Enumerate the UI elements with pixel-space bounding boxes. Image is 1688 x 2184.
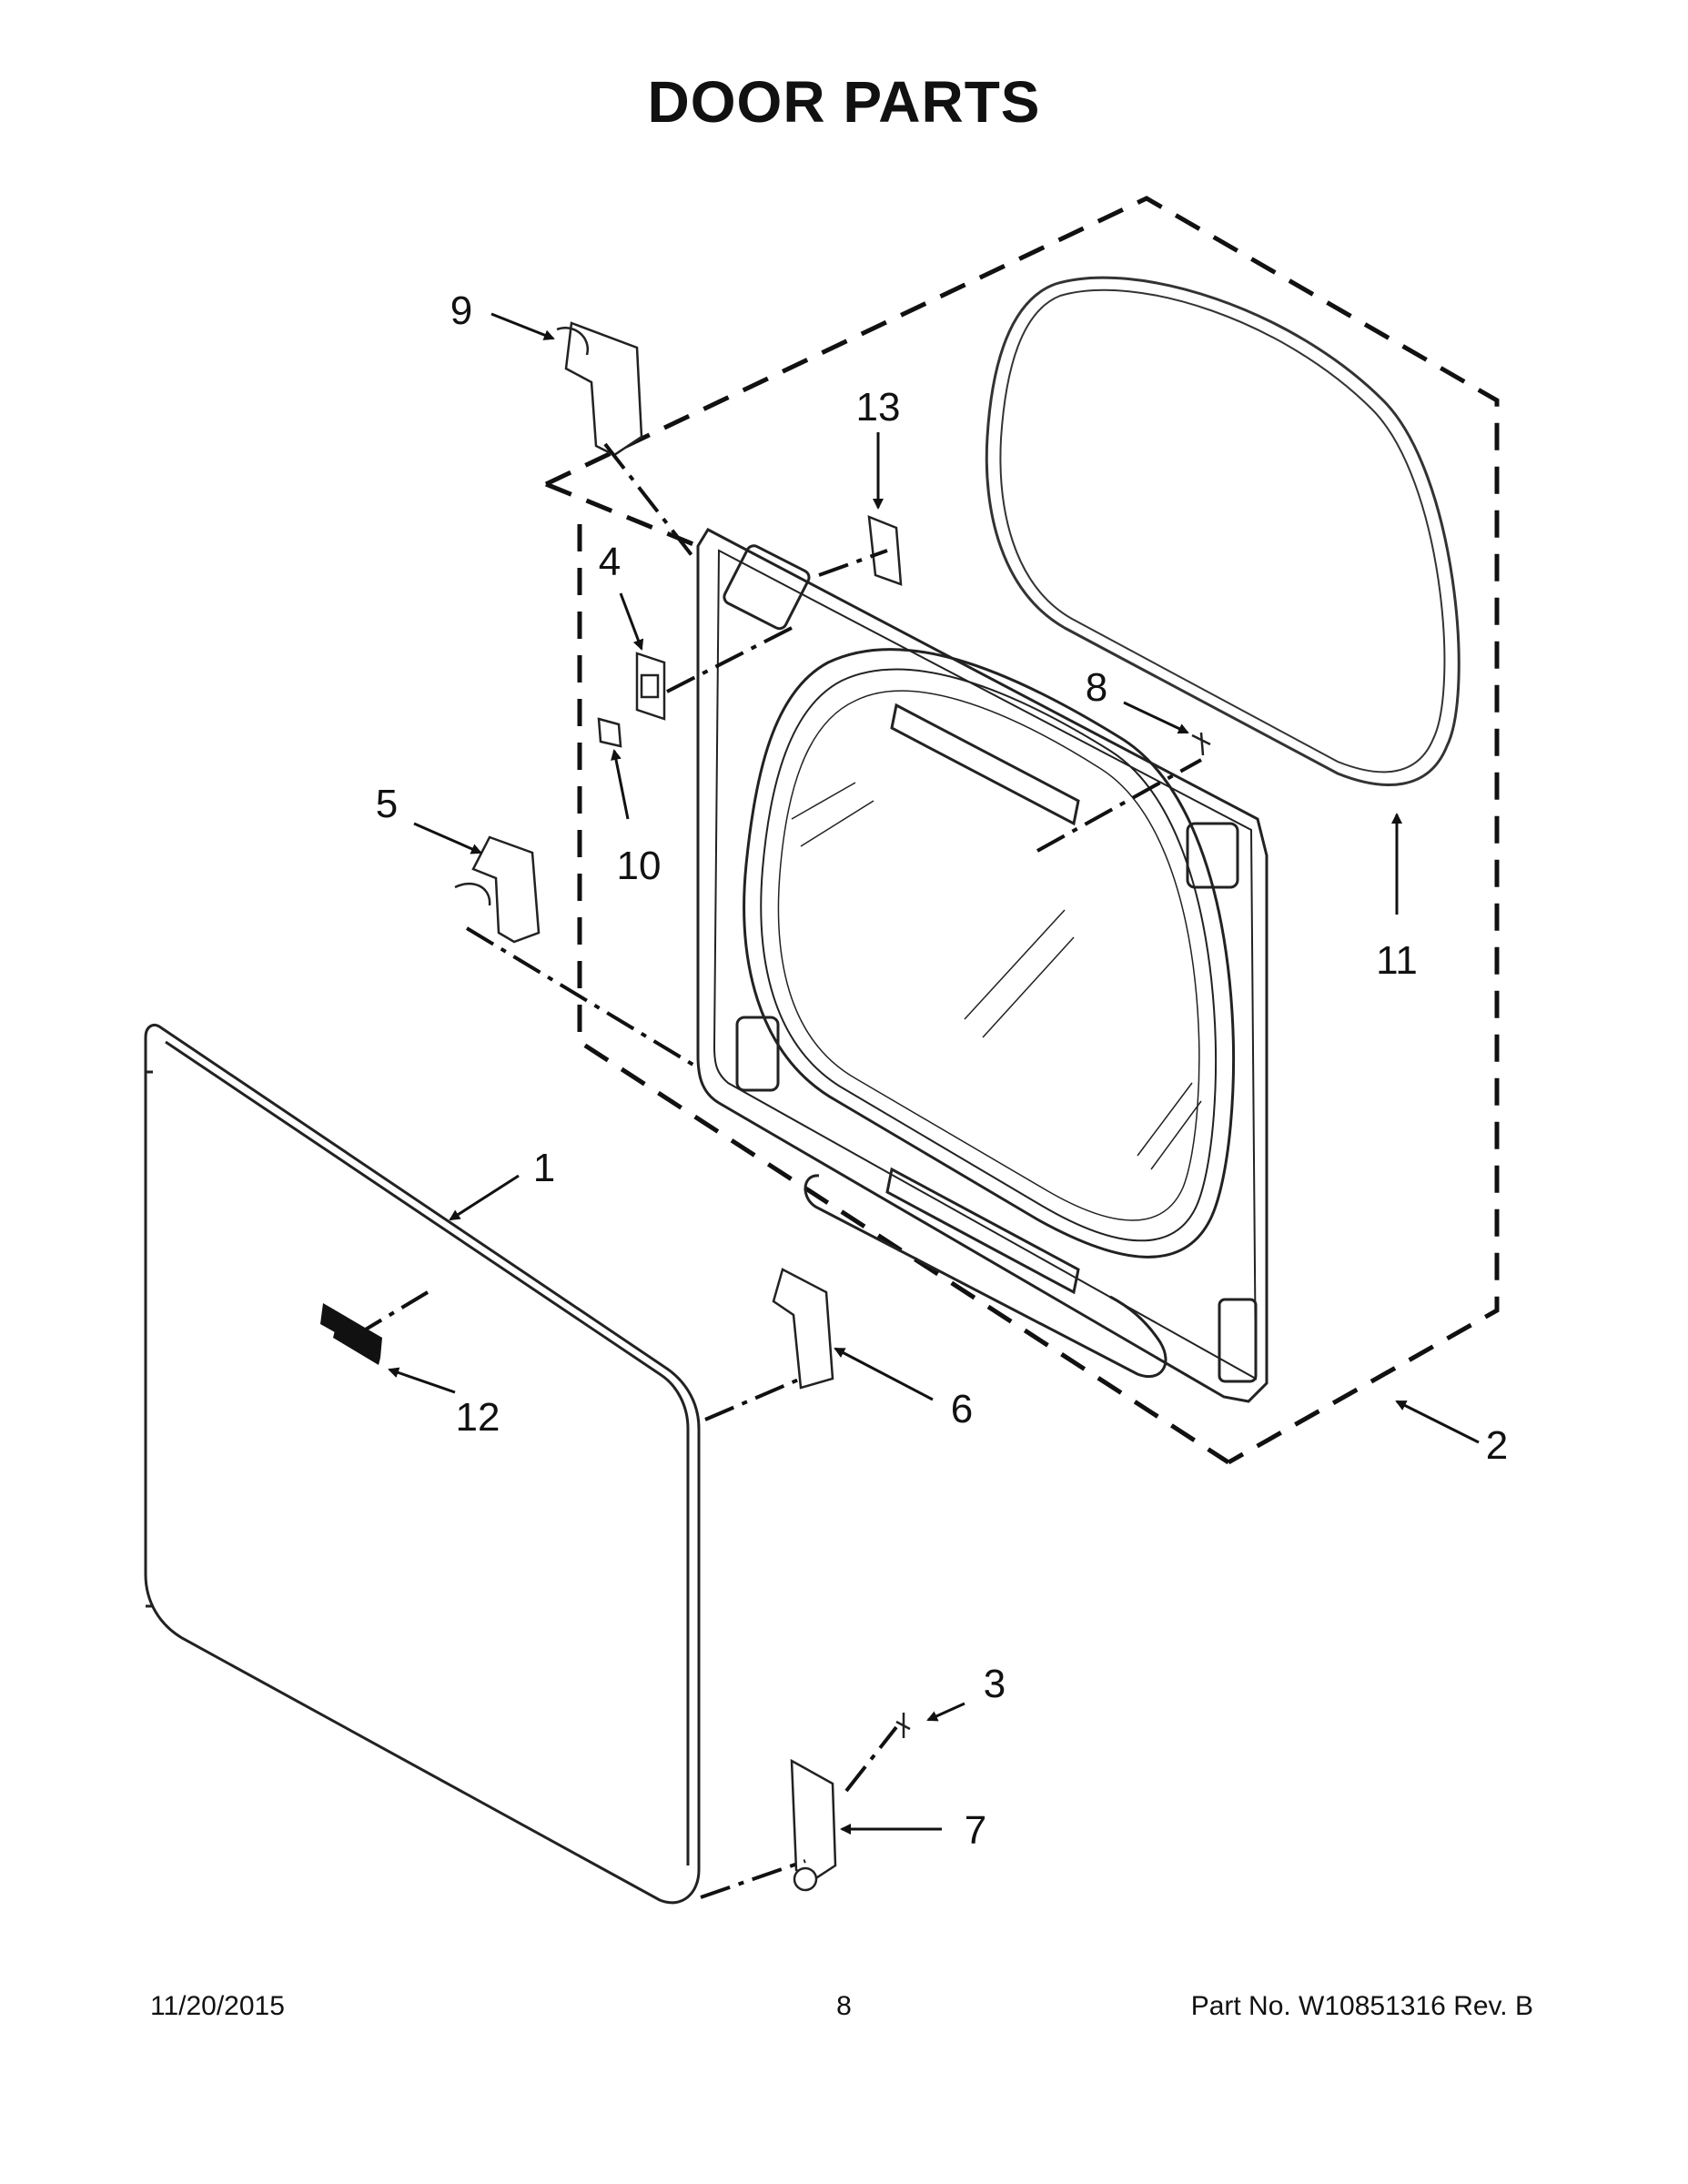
small-parts: [454, 321, 1211, 1892]
callout-8: 8: [1086, 665, 1107, 710]
leader-lines: [353, 442, 1202, 1899]
callout-6: 6: [951, 1387, 973, 1431]
callout-2: 2: [1486, 1423, 1508, 1468]
callout-4: 4: [599, 540, 621, 584]
callout-1: 1: [533, 1146, 555, 1190]
callout-7: 7: [965, 1808, 986, 1853]
callout-12: 12: [456, 1395, 500, 1440]
callout-10: 10: [617, 844, 662, 888]
callout-arrows: [388, 312, 1480, 1835]
window-gasket: [985, 276, 1461, 786]
footer-page-number: 8: [836, 1991, 852, 2021]
footer-part-number: Part No. W10851316 Rev. B: [1190, 1991, 1533, 2021]
page-title: DOOR PARTS: [647, 69, 1041, 135]
callout-9: 9: [450, 288, 472, 333]
outer-door-panel: [144, 1024, 701, 1905]
callout-5: 5: [376, 782, 398, 826]
assembly-outline: [544, 196, 1500, 1465]
logo-badge: [320, 1303, 382, 1365]
footer-date: 11/20/2015: [150, 1991, 285, 2021]
callout-11: 11: [1376, 938, 1418, 983]
inner-door-panel: [696, 528, 1269, 1403]
callout-3: 3: [984, 1662, 1006, 1706]
callout-13: 13: [856, 385, 901, 430]
